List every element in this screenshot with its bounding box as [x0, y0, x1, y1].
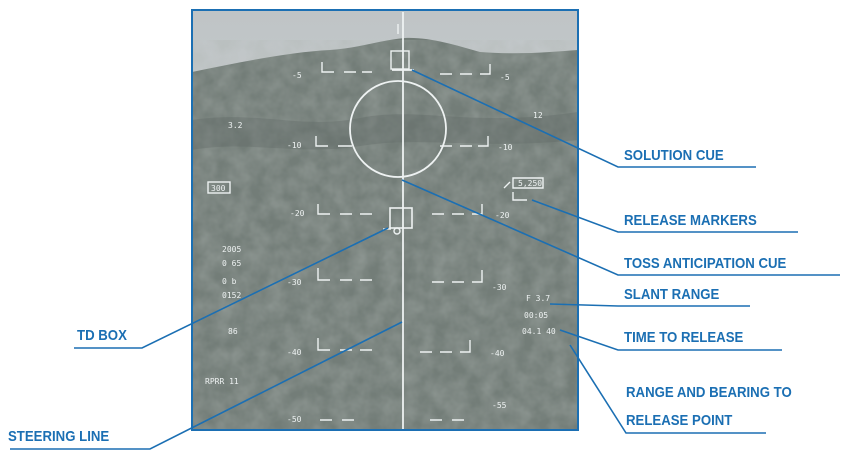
- left-value-b: 86: [228, 327, 238, 336]
- right-value-top: 12: [533, 111, 543, 120]
- pitch-ladder-right-5: [420, 340, 471, 353]
- hud-view: [192, 10, 578, 430]
- data-block-line-4: 0152: [222, 291, 241, 300]
- pitch-right-40: -40: [490, 349, 505, 358]
- data-block-line-2: 0 65: [222, 259, 241, 268]
- leader-lines: [10, 69, 840, 450]
- pitch-ladder-right-4: [432, 270, 483, 283]
- pitch-ladder-right-1: [440, 64, 491, 75]
- pitch-ladder-left-2: [315, 136, 352, 147]
- label-slant-range: SLANT RANGE: [624, 286, 720, 303]
- speed-box-value: 300: [211, 184, 226, 193]
- label-range-bearing-line-2: RELEASE POINT: [626, 412, 733, 429]
- pitch-right-5: -5: [500, 73, 510, 82]
- td-box: [389, 207, 413, 229]
- range-bearing-value: 04.1 40: [522, 327, 556, 336]
- leader-toss-anticipation-cue: [401, 179, 840, 276]
- pitch-right-30: -30: [492, 283, 507, 292]
- pitch-right-55: -55: [492, 401, 507, 410]
- terrain-texture: [192, 40, 578, 430]
- time-to-release-value: 00:05: [524, 311, 548, 320]
- toss-anticipation-cue: [349, 80, 447, 178]
- altitude-box-value: 5,250: [518, 179, 542, 188]
- leader-solution-cue: [411, 69, 756, 168]
- pitch-left-5: -5: [292, 71, 302, 80]
- label-range-bearing-line-1: RANGE AND BEARING TO: [626, 384, 792, 401]
- leader-time-to-release: [559, 329, 782, 351]
- weapon-status: RPRR 11: [205, 377, 239, 386]
- pitch-left-20: -20: [290, 209, 305, 218]
- leader-td-box: [74, 227, 389, 349]
- label-solution-cue: SOLUTION CUE: [624, 147, 724, 164]
- data-block-line-3: 0 b: [222, 277, 237, 286]
- pitch-ladder-left-4: [317, 268, 372, 281]
- data-block-line-1: 2005: [222, 245, 241, 254]
- ridge-shadow: [192, 112, 578, 150]
- leader-steering-line: [10, 321, 403, 450]
- leader-range-bearing: [569, 344, 766, 434]
- td-box-pipper: [393, 227, 401, 235]
- label-td-box: TD BOX: [77, 327, 127, 344]
- pitch-ladder-right-3: [432, 204, 483, 215]
- pitch-ladder-left-3: [317, 204, 372, 215]
- slant-range-value: F 3.7: [526, 294, 550, 303]
- pitch-left-10: -10: [287, 141, 302, 150]
- pitch-left-30: -30: [287, 278, 302, 287]
- hud-text: -5 -10 -20 -30 -40 -50 -5 -10 -20 -30 -4…: [205, 71, 556, 424]
- pitch-ladder-left-1: [321, 62, 372, 73]
- pitch-left-40: -40: [287, 348, 302, 357]
- left-value-a: 3.2: [228, 121, 243, 130]
- hud-symbology: [207, 12, 544, 430]
- pitch-right-10: -10: [498, 143, 513, 152]
- pitch-left-50: -50: [287, 415, 302, 424]
- solution-cue: [390, 50, 410, 70]
- pitch-ladder-right-2: [440, 136, 489, 147]
- label-time-to-release: TIME TO RELEASE: [624, 329, 744, 346]
- leader-slant-range: [549, 303, 750, 307]
- hud-frame: [191, 9, 579, 431]
- pitch-right-20: -20: [495, 211, 510, 220]
- label-steering-line: STEERING LINE: [8, 428, 110, 445]
- leader-release-markers: [531, 199, 798, 233]
- label-release-markers: RELEASE MARKERS: [624, 212, 757, 229]
- release-markers: [503, 177, 544, 201]
- label-toss-anticipation-cue: TOSS ANTICIPATION CUE: [624, 255, 787, 272]
- speed-box: [207, 181, 231, 194]
